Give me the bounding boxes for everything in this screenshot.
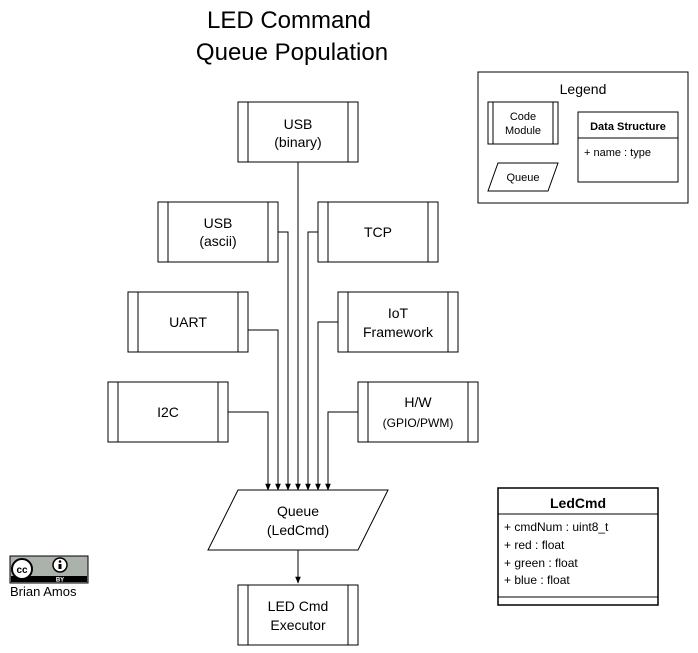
ledcmd-field: + blue : float <box>504 573 570 587</box>
module-hw <box>357 381 479 443</box>
cc-by-badge: cc BY <box>9 555 89 584</box>
module-iot-label: IoT <box>388 305 409 321</box>
connector-uart <box>248 329 281 491</box>
module-tcp-label: TCP <box>364 224 392 240</box>
diagram-title-line2: Queue Population <box>196 39 388 66</box>
ledcmd-field: + cmdNum : uint8_t <box>504 520 609 534</box>
diagram-title-line1: LED Command <box>207 7 371 34</box>
ledcmd-field: + green : float <box>504 556 578 570</box>
queue-label: Queue <box>277 503 319 519</box>
module-usb-ascii-label: USB <box>204 215 233 231</box>
legend-queue-shape <box>487 162 559 192</box>
legend-data-structure-field: + name : type <box>584 147 651 159</box>
module-i2c-label: I2C <box>157 404 179 420</box>
connectors <box>228 162 358 584</box>
legend-title: Legend <box>560 81 607 97</box>
queue-shape <box>207 489 389 551</box>
cc-icon <box>11 558 33 580</box>
legend-data-structure-title: Data Structure <box>590 121 666 133</box>
module-hw-sublabel: (GPIO/PWM) <box>383 416 454 430</box>
module-iot <box>337 291 459 353</box>
module-usb-binary-sublabel: (binary) <box>274 134 321 150</box>
cc-icon-label: cc <box>16 565 28 576</box>
connector-hw <box>325 411 358 491</box>
connector-i2c <box>228 411 271 491</box>
module-usb-ascii-sublabel: (ascii) <box>199 233 236 249</box>
module-uart <box>127 291 249 353</box>
author-name: Brian Amos <box>10 584 77 599</box>
legend-code-module-label: Code <box>510 111 536 123</box>
module-executor <box>237 584 359 646</box>
module-iot-sublabel: Framework <box>363 324 434 340</box>
connector-usb-ascii <box>278 231 291 491</box>
legend-code-module-sublabel: Module <box>505 125 541 137</box>
ledcmd-box <box>497 487 659 606</box>
ledcmd-field: + red : float <box>504 538 565 552</box>
legend-data-structure-box <box>577 111 679 183</box>
cc-by-label: BY <box>56 578 64 584</box>
legend-queue-label: Queue <box>506 172 539 184</box>
queue-sublabel: (LedCmd) <box>267 522 329 538</box>
module-hw-label: H/W <box>404 394 432 410</box>
module-executor-label: LED Cmd <box>268 598 329 614</box>
module-uart-label: UART <box>169 314 207 330</box>
ledcmd-title: LedCmd <box>550 495 606 511</box>
module-i2c <box>107 381 229 443</box>
module-usb-ascii <box>157 201 279 263</box>
module-usb-binary-label: USB <box>284 116 313 132</box>
connector-tcp <box>305 231 318 491</box>
connector-iot <box>315 321 338 491</box>
module-executor-sublabel: Executor <box>270 617 326 633</box>
module-tcp <box>317 201 439 263</box>
module-usb-binary <box>237 101 359 163</box>
legend-code-module <box>487 101 559 145</box>
